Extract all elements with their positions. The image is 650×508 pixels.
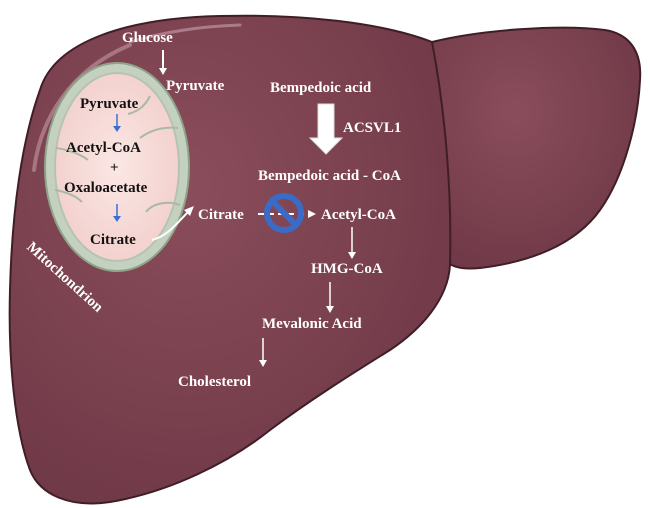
bempedoic-acid-coa-label: Bempedoic acid - CoA: [258, 168, 401, 184]
blue-arrow-icon: [113, 204, 121, 222]
mito-pyruvate-label: Pyruvate: [80, 96, 139, 112]
crista: [54, 189, 83, 203]
cholesterol-label: Cholesterol: [178, 374, 251, 390]
blue-arrow-icon: [113, 114, 121, 132]
liver-highlight: [32, 43, 132, 172]
no-entry-icon: [264, 193, 304, 233]
crista: [145, 201, 181, 213]
mitochondrion-matrix: [54, 72, 180, 262]
liver-right-lobe: [430, 26, 642, 270]
bempedoic-acid-label: Bempedoic acid: [270, 80, 372, 96]
crista: [55, 147, 89, 161]
arrow-icon: [159, 50, 167, 75]
glucose-label: Glucose: [122, 30, 173, 46]
liver-highlight-top: [128, 23, 242, 44]
pyruvate-label: Pyruvate: [166, 78, 225, 94]
arrow-icon: [326, 282, 334, 313]
mito-oxaloacetate-label: Oxaloacetate: [64, 180, 148, 196]
mito-acetyl-coa-label: Acetyl-CoA: [66, 140, 141, 156]
mito-plus-sign: +: [110, 160, 119, 176]
crista: [139, 126, 179, 139]
citrate-label: Citrate: [198, 207, 244, 223]
arrow-icon: [348, 227, 356, 259]
acsvl1-label: ACSVL1: [343, 120, 401, 136]
acsvl1-activation-arrow: [308, 103, 344, 155]
acetyl-coa-label: Acetyl-CoA: [321, 207, 396, 223]
citrate-export-arrow: [151, 206, 194, 241]
mito-citrate-label: Citrate: [90, 232, 136, 248]
arrow-icon: [259, 338, 267, 367]
hmg-coa-label: HMG-CoA: [311, 261, 383, 277]
mevalonic-acid-label: Mevalonic Acid: [262, 316, 362, 332]
crista: [127, 95, 151, 115]
